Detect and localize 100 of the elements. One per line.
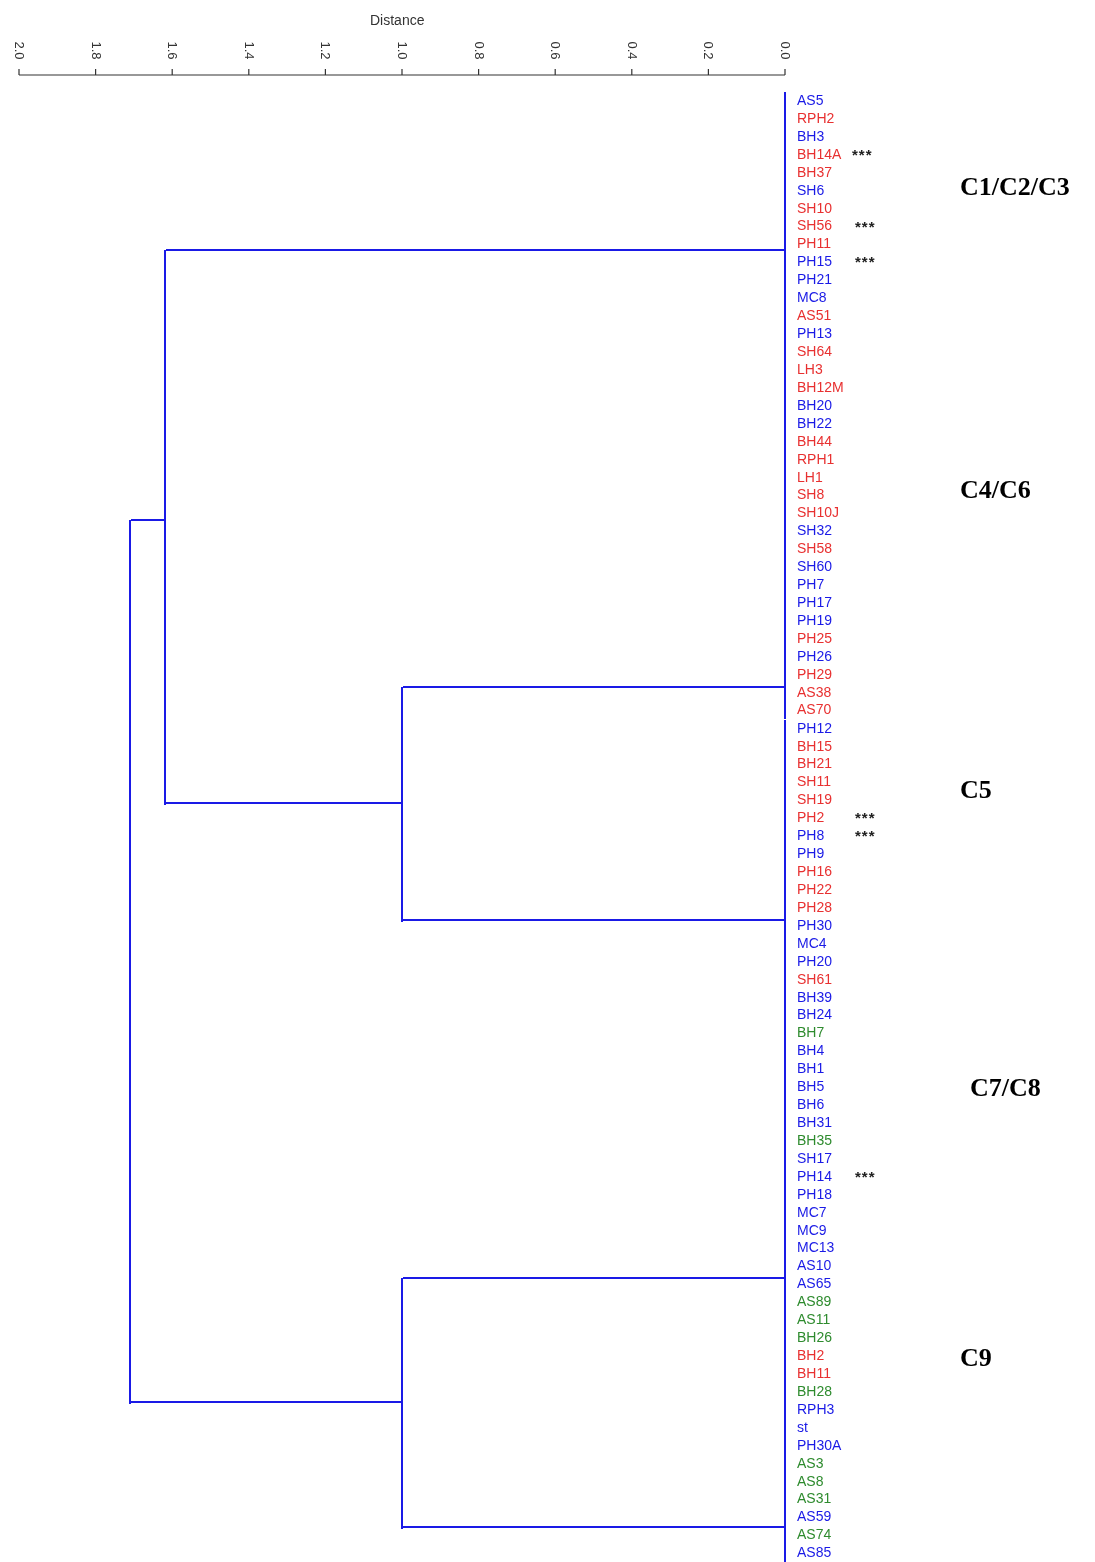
- sample-label: BH6: [797, 1096, 826, 1114]
- cluster-label: C5: [960, 775, 992, 805]
- sample-label: PH30A: [797, 1436, 843, 1455]
- sample-label: AS65: [797, 1275, 833, 1294]
- dendrogram-branch: [402, 686, 785, 688]
- cluster-label: C1/C2/C3: [960, 172, 1070, 202]
- sample-label: PH15: [797, 253, 834, 272]
- sample-label: SH19: [797, 791, 834, 810]
- significance-mark: ***: [855, 827, 876, 845]
- cluster-label: C7/C8: [970, 1073, 1041, 1103]
- sample-label: SH58: [797, 540, 834, 559]
- sample-label: PH30: [797, 916, 834, 935]
- sample-label: BH37: [797, 163, 834, 182]
- sample-label: BH20: [797, 396, 834, 415]
- significance-mark: ***: [855, 217, 876, 235]
- sample-label: PH7: [797, 576, 826, 594]
- dendrogram-branch: [165, 802, 402, 804]
- sample-label: AS5: [797, 92, 825, 110]
- sample-label: PH29: [797, 665, 834, 684]
- sample-label: BH5: [797, 1078, 826, 1097]
- sample-label: BH28: [797, 1382, 834, 1401]
- sample-label: PH13: [797, 325, 834, 344]
- sample-label: AS59: [797, 1508, 833, 1527]
- dendrogram-branch: [165, 249, 785, 251]
- sample-label: AS10: [797, 1257, 833, 1276]
- axis-tick-label: 1.8: [88, 40, 104, 62]
- axis-tick-label: 1.4: [241, 40, 257, 62]
- axis-tick-label: 1.0: [394, 40, 410, 62]
- sample-label: PH11: [797, 235, 832, 254]
- sample-label: PH18: [797, 1185, 834, 1204]
- sample-label: PH9: [797, 845, 826, 863]
- dendrogram-branch: [402, 1277, 785, 1279]
- sample-label: PH17: [797, 593, 834, 612]
- sample-label: LH1: [797, 468, 824, 487]
- sample-label: SH6: [797, 181, 826, 200]
- significance-mark: ***: [852, 145, 873, 163]
- sample-label: SH8: [797, 486, 826, 505]
- sample-label: PH16: [797, 862, 834, 881]
- sample-label: MC4: [797, 934, 828, 953]
- sample-label: BH39: [797, 988, 834, 1007]
- sample-label: PH19: [797, 611, 834, 630]
- sample-label: MC8: [797, 289, 828, 308]
- sample-label: SH64: [797, 343, 834, 361]
- significance-mark: ***: [855, 1167, 876, 1185]
- sample-label: PH21: [797, 271, 834, 290]
- sample-label: BH3: [797, 127, 826, 146]
- axis-tick-label: 0.0: [777, 40, 793, 62]
- sample-label: MC9: [797, 1221, 828, 1240]
- cluster-label: C9: [960, 1343, 992, 1373]
- sample-label: BH4: [797, 1042, 826, 1061]
- sample-label: AS11: [797, 1311, 832, 1330]
- dendrogram-branch: [402, 919, 785, 921]
- sample-label: BH15: [797, 737, 834, 756]
- sample-label: BH44: [797, 432, 834, 451]
- axis-tick-label: 0.6: [547, 40, 563, 62]
- sample-label: AS38: [797, 683, 833, 702]
- sample-label: SH61: [797, 970, 834, 989]
- cluster-label: C4/C6: [960, 475, 1031, 505]
- sample-label: BH21: [797, 755, 834, 774]
- sample-label: PH12: [797, 719, 834, 738]
- sample-label: AS3: [797, 1454, 825, 1473]
- sample-label: PH2: [797, 809, 826, 828]
- significance-mark: ***: [855, 253, 876, 271]
- sample-label: PH22: [797, 880, 834, 899]
- sample-label: BH12M: [797, 378, 845, 397]
- sample-label: RPH2: [797, 109, 836, 128]
- sample-label: AS8: [797, 1472, 825, 1491]
- sample-label: st: [797, 1418, 809, 1437]
- axis-tick-label: 0.4: [624, 40, 640, 62]
- sample-label: BH1: [797, 1060, 826, 1079]
- sample-label: SH10: [797, 199, 834, 218]
- sample-label: BH24: [797, 1006, 834, 1025]
- dendrogram-branch: [130, 519, 165, 521]
- sample-label: MC7: [797, 1203, 828, 1222]
- sample-label: BH2: [797, 1347, 826, 1366]
- sample-label: BH7: [797, 1024, 826, 1043]
- dendrogram-branch: [130, 1401, 402, 1403]
- sample-label: SH11: [797, 773, 832, 792]
- sample-label: LH3: [797, 360, 824, 379]
- sample-label: RPH1: [797, 450, 836, 469]
- sample-label: MC13: [797, 1239, 836, 1258]
- axis-tick-label: 1.6: [164, 40, 180, 62]
- sample-label: PH25: [797, 629, 834, 648]
- sample-label: BH22: [797, 414, 834, 433]
- sample-label: SH32: [797, 522, 834, 541]
- sample-label: PH26: [797, 647, 834, 666]
- sample-label: AS85: [797, 1544, 833, 1562]
- sample-label: BH26: [797, 1329, 834, 1348]
- sample-label: AS74: [797, 1526, 833, 1545]
- sample-label: PH28: [797, 898, 834, 917]
- sample-label: PH8: [797, 827, 826, 846]
- sample-label: RPH3: [797, 1400, 836, 1419]
- sample-label: BH11: [797, 1365, 832, 1383]
- dendrogram-branch: [402, 1526, 785, 1528]
- sample-label: AS51: [797, 307, 833, 325]
- sample-label: PH14: [797, 1167, 834, 1186]
- sample-label: PH20: [797, 952, 834, 971]
- sample-label: AS89: [797, 1293, 833, 1312]
- axis-tick-label: 1.2: [317, 40, 333, 62]
- axis-title: Distance: [370, 12, 425, 28]
